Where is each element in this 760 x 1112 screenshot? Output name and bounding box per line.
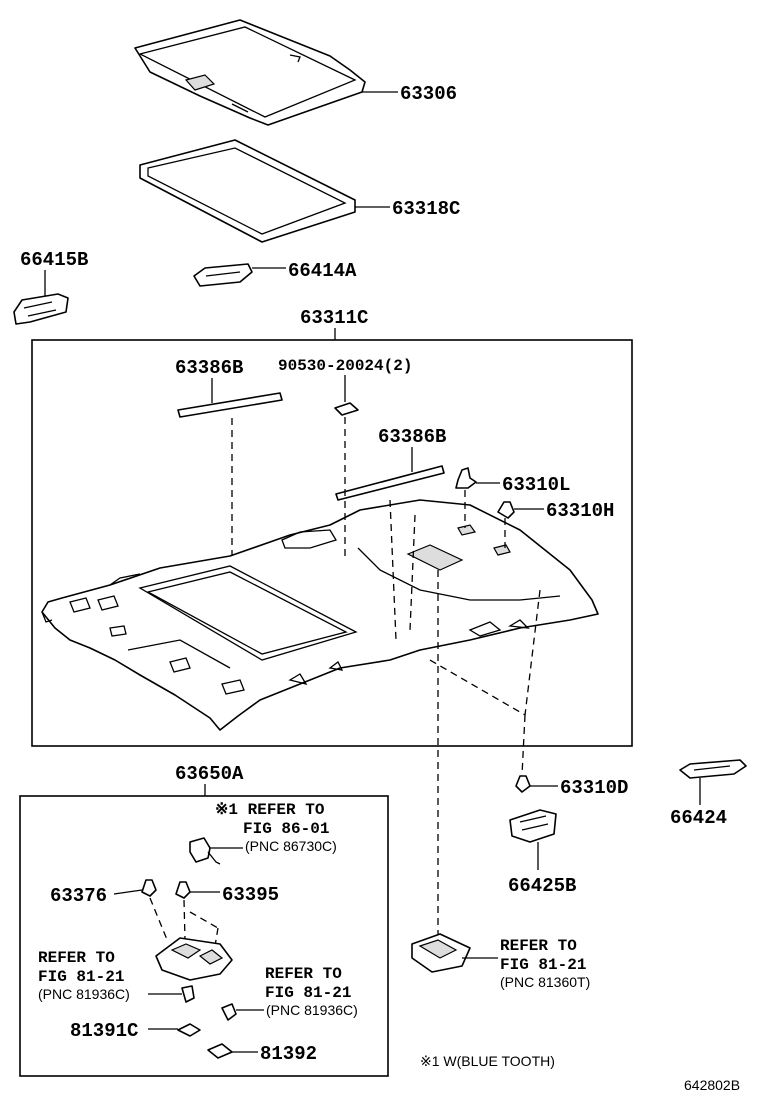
clip-63310h-drawing — [497, 501, 515, 519]
pad-90530-drawing — [334, 402, 359, 416]
label-63310d: 63310D — [560, 777, 628, 799]
bracket-66415b-drawing — [13, 293, 69, 325]
bt-ref-line3: (PNC 86730C) — [245, 838, 337, 854]
map-lamp-drawing — [411, 933, 471, 973]
ref-mid-line3: (PNC 81936C) — [266, 1002, 358, 1018]
label-81391c: 81391C — [70, 1020, 138, 1042]
label-81392: 81392 — [260, 1043, 317, 1065]
sunshade-panel-drawing — [134, 19, 366, 126]
label-63650a: 63650A — [175, 763, 244, 785]
label-63310l: 63310L — [502, 474, 570, 496]
label-66425b: 66425B — [508, 875, 576, 897]
headliner-drawing — [41, 499, 599, 731]
bt-ref-line2: FIG 86-01 — [243, 820, 329, 838]
label-63386b-2: 63386B — [378, 426, 446, 448]
label-63395: 63395 — [222, 884, 279, 906]
label-66414a: 66414A — [288, 260, 357, 282]
lens-81391c-drawing — [177, 1023, 201, 1037]
bulb-left-drawing — [181, 985, 195, 1003]
bt-ref-line1: ※1 REFER TO — [215, 801, 325, 819]
clip-66414a-drawing — [193, 263, 253, 287]
clip-63310l-drawing — [455, 467, 477, 489]
clip-63395-drawing — [175, 881, 191, 899]
bracket-66425b-drawing — [509, 809, 557, 843]
clip-63310d-drawing — [515, 775, 531, 793]
label-63318c: 63318C — [392, 198, 460, 220]
label-63310h: 63310H — [546, 500, 614, 522]
ref-right-line1: REFER TO — [500, 937, 577, 955]
label-66415b: 66415B — [20, 249, 88, 271]
ref-left-line2: FIG 81-21 — [38, 968, 124, 986]
ref-right-line3: (PNC 81360T) — [500, 974, 590, 990]
ref-left-line1: REFER TO — [38, 949, 115, 967]
ref-mid-line1: REFER TO — [265, 965, 342, 983]
diagram-code: 642802B — [684, 1077, 740, 1093]
label-90530: 90530-20024(2) — [278, 357, 412, 375]
bulb-mid-drawing — [221, 1003, 237, 1021]
lens-81392-drawing — [207, 1043, 233, 1059]
ref-right-line2: FIG 81-21 — [500, 956, 586, 974]
weatherstrip-frame-drawing — [139, 139, 356, 243]
label-66424: 66424 — [670, 807, 727, 829]
label-63386b-1: 63386B — [175, 357, 243, 379]
label-63376: 63376 — [50, 885, 107, 907]
strip-63386b-2-drawing — [335, 465, 445, 501]
label-63311c: 63311C — [300, 307, 368, 329]
footnote: ※1 W(BLUE TOOTH) — [420, 1053, 555, 1069]
headliner-assembly-box — [31, 339, 633, 747]
roof-console-box — [19, 795, 389, 1077]
roof-console-drawing — [155, 937, 233, 981]
ref-left-line3: (PNC 81936C) — [38, 986, 130, 1002]
bracket-66424-drawing — [679, 759, 747, 779]
strip-63386b-1-drawing — [177, 392, 283, 418]
clip-63376-drawing — [141, 879, 157, 897]
ref-mid-line2: FIG 81-21 — [265, 984, 351, 1002]
label-63306: 63306 — [400, 83, 457, 105]
bluetooth-module-drawing — [189, 837, 221, 865]
